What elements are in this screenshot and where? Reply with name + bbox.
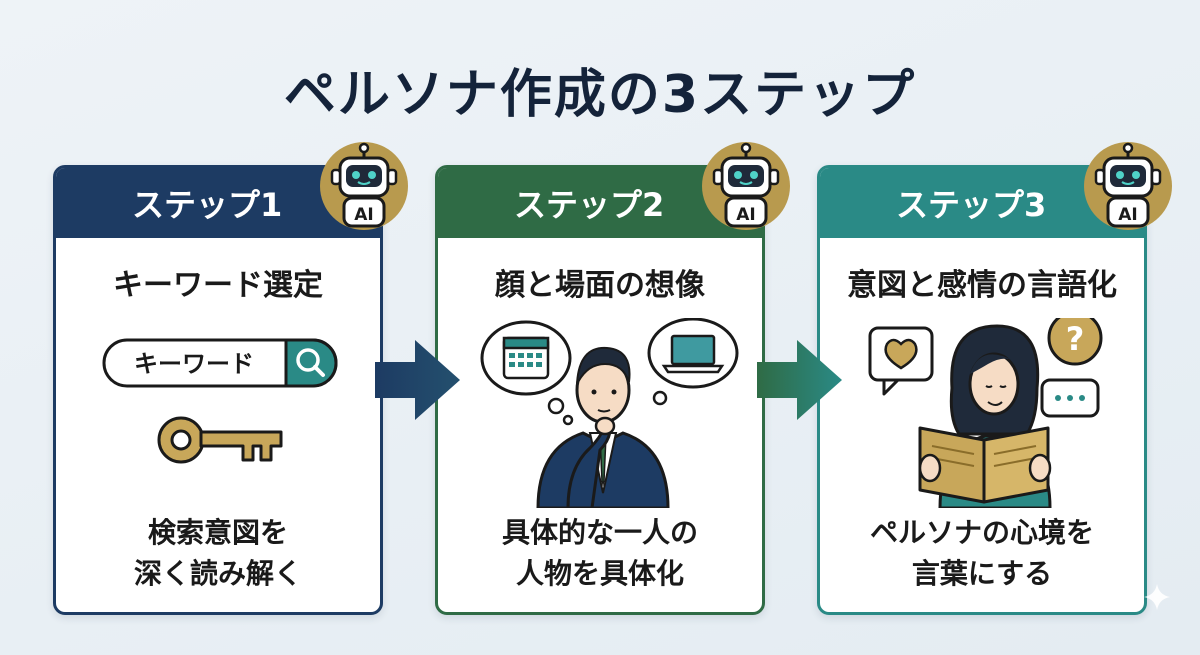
step-label-1: ステップ1	[132, 186, 283, 224]
arrow-right-icon	[375, 340, 460, 420]
svg-text:AI: AI	[354, 205, 373, 225]
svg-text:AI: AI	[1118, 205, 1137, 225]
reading-woman-illustration: ?	[868, 318, 1103, 508]
step-label-3: ステップ3	[896, 186, 1047, 224]
step-desc-2: 具体的な一人の 人物を具体化	[501, 516, 698, 590]
sparkle-icon	[1144, 584, 1170, 610]
page-title: ペルソナ作成の3ステップ	[283, 65, 917, 125]
ai-robot-icon: AI	[1084, 142, 1172, 230]
keyword-search-illustration: キーワード	[102, 338, 338, 464]
ai-robot-icon: AI	[320, 142, 408, 230]
step-card-3: ステップ3 意図と感情の言語化 ?	[817, 165, 1147, 615]
step-desc-3: ペルソナの心境を 言葉にする	[869, 516, 1094, 590]
key-icon	[157, 416, 283, 464]
businessman-icon	[536, 346, 670, 508]
step-subtitle-3: 意図と感情の言語化	[847, 268, 1117, 303]
search-bar-icon: キーワード	[102, 338, 338, 388]
step-subtitle-2: 顔と場面の想像	[495, 268, 705, 303]
arrow-right-icon	[757, 340, 842, 420]
calendar-thought-bubble-icon	[480, 320, 574, 426]
svg-text:?: ?	[1066, 320, 1085, 358]
svg-text:AI: AI	[736, 205, 755, 225]
step-desc-1: 検索意図を 深く読み解く	[133, 516, 302, 590]
open-book-icon	[918, 426, 1052, 504]
ai-robot-icon: AI	[702, 142, 790, 230]
laptop-thought-bubble-icon	[647, 318, 739, 406]
thinking-businessman-illustration	[480, 318, 739, 508]
heart-speech-bubble-icon	[868, 326, 934, 396]
question-bubble-icon: ?	[1047, 318, 1103, 366]
step-subtitle-1: キーワード選定	[113, 268, 323, 303]
step-card-2: ステップ2 顔と場面の想像	[435, 165, 765, 615]
step-label-2: ステップ2	[514, 186, 665, 224]
search-bar-text: キーワード	[134, 350, 254, 378]
chat-dots-icon	[1040, 378, 1100, 418]
step-card-1: ステップ1 キーワード選定 キーワード 検索意図を 深く読み解く	[53, 165, 383, 615]
